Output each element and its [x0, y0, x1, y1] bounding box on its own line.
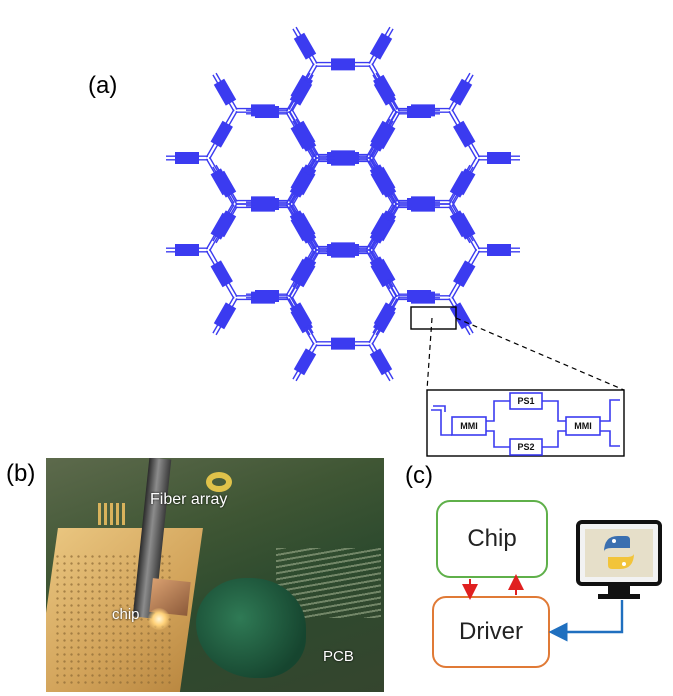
phase-shifter: [331, 58, 355, 71]
fiber-array-label: Fiber array: [150, 491, 228, 508]
phase-shifter: [449, 170, 473, 198]
phase-shifter: [369, 216, 393, 244]
phase-shifter: [407, 198, 431, 210]
phase-shifter: [373, 78, 397, 106]
inset-label-ps1: PS1: [517, 396, 534, 406]
phase-shifter: [289, 78, 313, 106]
panel-label-c: (c): [405, 462, 433, 489]
photo-ring: [206, 472, 232, 492]
python-icon: [604, 536, 634, 569]
phase-shifter: [293, 348, 317, 376]
phase-shifter: [335, 152, 359, 164]
phase-shifter: [210, 260, 233, 288]
chip-photo-label: chip: [112, 606, 140, 623]
phase-shifter: [335, 244, 359, 256]
inset-mzi-schematic: MMI PS1 PS2 MMI: [410, 306, 625, 457]
phase-shifter: [213, 210, 237, 238]
computer-to-driver-link: [548, 600, 624, 642]
phase-shifter: [453, 120, 476, 148]
inset-label-mmi-left: MMI: [460, 421, 478, 431]
chip-photo: [46, 458, 384, 692]
phase-shifter: [293, 256, 317, 284]
phase-shifter: [373, 170, 397, 198]
phase-shifter: [453, 260, 476, 288]
phase-shifter: [255, 198, 279, 210]
phase-shifter: [293, 32, 317, 60]
phase-shifter: [449, 78, 473, 106]
phase-shifter: [289, 170, 313, 198]
phase-shifter: [293, 216, 317, 244]
phase-shifter: [210, 120, 233, 148]
phase-shifter: [407, 290, 431, 302]
inset-label-mmi-right: MMI: [574, 421, 592, 431]
phase-shifter: [369, 348, 393, 376]
phase-shifter: [255, 290, 279, 302]
photo-pads: [98, 503, 128, 525]
phase-shifter: [487, 244, 511, 256]
phase-shifter: [213, 302, 237, 330]
phase-shifter: [369, 256, 393, 284]
phase-shifter: [213, 170, 237, 198]
phase-shifter: [373, 302, 397, 330]
phase-shifter: [175, 152, 199, 164]
phase-shifter: [175, 244, 199, 256]
phase-shifter: [369, 32, 393, 60]
phase-shifter: [213, 78, 237, 106]
phase-shifter: [449, 210, 473, 238]
honeycomb-lattice: [166, 26, 520, 382]
inset-label-ps2: PS2: [517, 442, 534, 452]
phase-shifter: [487, 152, 511, 164]
phase-shifter: [255, 106, 279, 118]
phase-shifter: [289, 302, 313, 330]
phase-shifter: [331, 337, 355, 350]
pcb-label: PCB: [323, 648, 354, 665]
chip-box: Chip: [436, 500, 548, 578]
driver-box: Driver: [432, 596, 550, 668]
phase-shifter: [369, 124, 393, 152]
computer-icon: [576, 520, 662, 599]
photo-encapsulant: [196, 578, 306, 678]
phase-shifter: [293, 124, 317, 152]
panel-label-a: (a): [88, 72, 118, 99]
photo-chip: [148, 608, 170, 630]
panel-label-b: (b): [6, 460, 36, 487]
phase-shifter: [407, 106, 431, 118]
